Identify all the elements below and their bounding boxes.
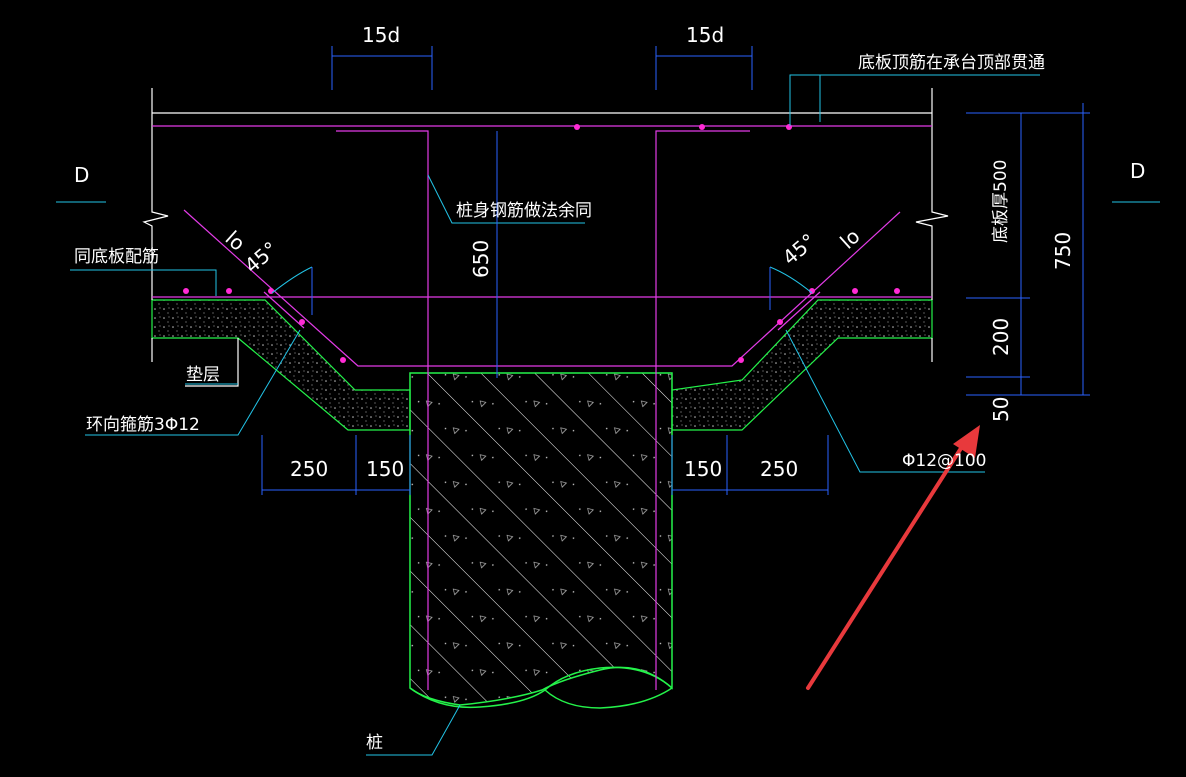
section-mark-left: D [74, 163, 89, 187]
note-cushion: 垫层 [186, 365, 220, 385]
angle-right: 45° [778, 229, 821, 270]
dim-150-left: 150 [366, 457, 404, 481]
leader-lines [56, 74, 1160, 756]
note-same-as-slab: 同底板配筋 [74, 247, 159, 267]
pile-break-line [409, 666, 673, 709]
note-slab-thk: 底板厚500 [991, 160, 1011, 243]
dim-top-right: 15d [686, 23, 724, 47]
dim-750: 750 [1051, 232, 1075, 270]
slab-outline [142, 88, 949, 387]
note-hoop: 环向箍筋3Φ12 [86, 415, 200, 435]
angle-left: 45° [240, 237, 283, 278]
dim-50: 50 [989, 397, 1013, 422]
dim-250-right: 250 [760, 457, 798, 481]
dim-650: 650 [469, 240, 493, 278]
dim-top-left: 15d [362, 23, 400, 47]
dim-200: 200 [989, 318, 1013, 356]
dimension-lines [261, 46, 1090, 495]
lo-left: lo [221, 226, 250, 256]
cushion-layer-right [671, 299, 933, 431]
pile-body [409, 372, 673, 706]
dim-150-right: 150 [684, 457, 722, 481]
dim-250-left: 250 [290, 457, 328, 481]
red-arrow [806, 425, 980, 690]
section-mark-right: D [1130, 159, 1145, 183]
note-phi12: Φ12@100 [902, 451, 986, 471]
note-top-rebar: 底板顶筋在承台顶部贯通 [858, 53, 1045, 73]
note-pile: 桩 [366, 733, 383, 753]
note-pile-rebar: 桩身钢筋做法余同 [456, 201, 592, 221]
